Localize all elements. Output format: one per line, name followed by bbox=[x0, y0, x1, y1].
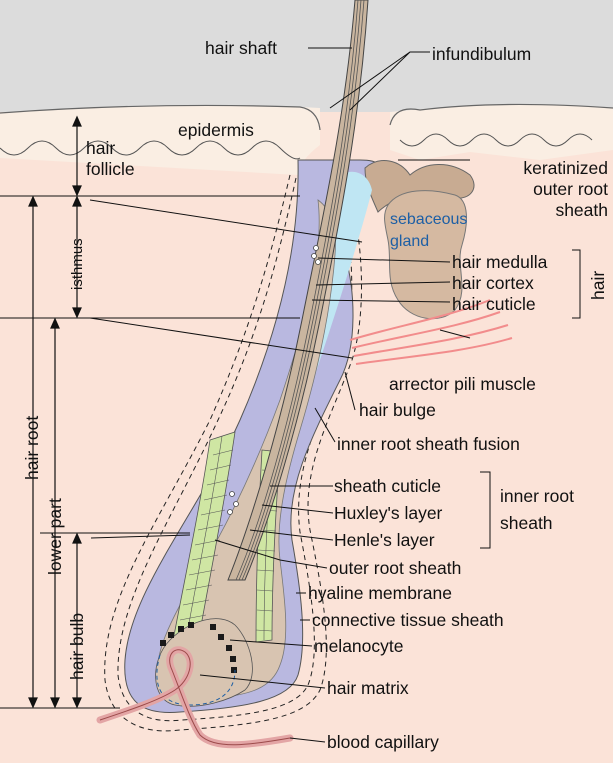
label-hair-bulb: hair bulb bbox=[67, 613, 87, 680]
label-irs-fusion: inner root sheath fusion bbox=[337, 434, 520, 454]
label-hair-root: hair root bbox=[22, 416, 42, 480]
label-infundibulum: infundibulum bbox=[432, 44, 531, 64]
label-lower-part: lower part bbox=[45, 498, 65, 575]
label-sebaceous-2: gland bbox=[390, 233, 429, 250]
label-hair-medulla: hair medulla bbox=[452, 252, 548, 272]
label-hair-shaft: hair shaft bbox=[205, 38, 277, 58]
label-irs-1: inner root bbox=[500, 486, 574, 506]
label-henle: Henle's layer bbox=[334, 530, 435, 550]
label-connective: connective tissue sheath bbox=[312, 610, 504, 630]
label-blood-capillary: blood capillary bbox=[327, 732, 439, 752]
label-hair-bulge: hair bulge bbox=[359, 400, 436, 420]
label-sebaceous-1: sebaceous bbox=[390, 211, 467, 228]
label-arrector-pili: arrector pili muscle bbox=[389, 374, 536, 394]
label-hair-matrix: hair matrix bbox=[327, 678, 409, 698]
label-keratinized-1: keratinized bbox=[523, 158, 608, 178]
label-isthmus: isthmus bbox=[69, 238, 86, 290]
label-hair-cuticle: hair cuticle bbox=[452, 294, 536, 314]
label-hair-follicle-1: hair bbox=[86, 138, 115, 158]
label-sheath-cuticle: sheath cuticle bbox=[334, 476, 441, 496]
label-huxley: Huxley's layer bbox=[334, 503, 443, 523]
label-keratinized-3: sheath bbox=[555, 200, 608, 220]
label-epidermis: epidermis bbox=[178, 120, 254, 140]
label-keratinized-2: outer root bbox=[533, 179, 608, 199]
label-hyaline: hyaline membrane bbox=[308, 583, 452, 603]
label-hair-group: hair bbox=[588, 271, 608, 300]
label-irs-2: sheath bbox=[500, 513, 553, 533]
label-outer-root-sheath: outer root sheath bbox=[329, 558, 461, 578]
label-melanocyte: melanocyte bbox=[314, 636, 404, 656]
label-hair-cortex: hair cortex bbox=[452, 273, 534, 293]
label-hair-follicle-2: follicle bbox=[86, 159, 135, 179]
